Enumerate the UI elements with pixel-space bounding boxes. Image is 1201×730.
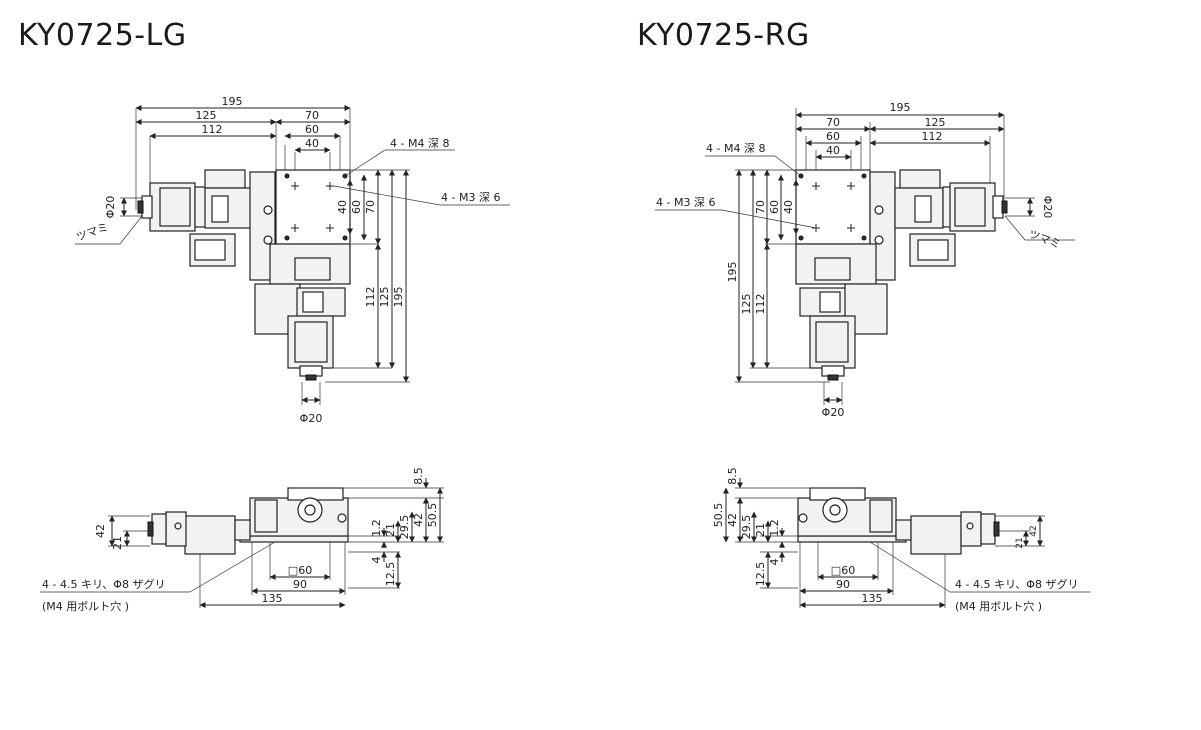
- side-dim-50-5-left: 50.5: [426, 503, 439, 528]
- knob-label-right: ツマミ: [1027, 228, 1062, 252]
- m4-holes-left: [284, 173, 348, 241]
- side-dim-50-5-right: 50.5: [712, 503, 725, 528]
- side-dim-sq60-left: □60: [288, 564, 312, 577]
- side-dim-29-5-left: 29.5: [398, 515, 411, 540]
- dim-v-112-right: 112: [754, 294, 767, 315]
- side-dim-8-5-left: 8.5: [412, 467, 425, 485]
- dim-40-top-right: 40: [826, 144, 840, 157]
- dim-v-70-right: 70: [754, 200, 767, 214]
- right-side-view: 8.5 50.5 42 29.5 21 1.2 4 12.5 42 21 □60: [712, 467, 1090, 613]
- m4-holes-right: [798, 173, 867, 241]
- dim-v-60-right: 60: [768, 200, 781, 214]
- left-top-view: 195 125 70 112 60 40: [75, 95, 510, 425]
- dim-112-top-left: 112: [202, 123, 223, 136]
- phi-bottom-right: Φ20: [822, 406, 845, 419]
- side-dim-21-right: 21: [754, 523, 767, 537]
- dim-v-125-left: 125: [378, 287, 391, 308]
- phi-knob-left: Φ20: [104, 196, 117, 219]
- side-dim-135-right: 135: [862, 592, 883, 605]
- side-dim-4-left: 4: [370, 557, 383, 564]
- side-dim-sq60-right: □60: [831, 564, 855, 577]
- side-dim-42-right-r: 42: [1029, 525, 1039, 536]
- title-left: KY0725-LG: [18, 18, 187, 53]
- dim-125-top-left: 125: [196, 109, 217, 122]
- side-dim-29-5-right: 29.5: [740, 515, 753, 540]
- side-dim-135-left: 135: [262, 592, 283, 605]
- dim-195-top-right: 195: [890, 101, 911, 114]
- note-bolt-right: (M4 用ボルト穴 ): [955, 599, 1042, 613]
- dim-v-70-left: 70: [364, 200, 377, 214]
- side-dim-12-5-left: 12.5: [384, 562, 397, 587]
- side-dim-42-right: 42: [726, 513, 739, 527]
- side-dim-4-right: 4: [768, 559, 781, 566]
- note-m4-left: 4 - M4 深 8: [390, 137, 449, 150]
- dim-60-top-right: 60: [826, 130, 840, 143]
- m3-holes-right: [812, 182, 855, 232]
- side-dim-1-2-right: 1.2: [768, 519, 781, 537]
- note-m4-right: 4 - M4 深 8: [706, 142, 765, 155]
- dim-v-40-left: 40: [336, 200, 349, 214]
- note-bolt-left: (M4 用ボルト穴 ): [42, 599, 129, 613]
- side-dim-21-left: 21: [111, 536, 124, 550]
- note-m3-right: 4 - M3 深 6: [656, 196, 715, 209]
- side-dim-90-right: 90: [836, 578, 850, 591]
- side-dim-12-5-right: 12.5: [754, 562, 767, 587]
- left-side-view: 42 21 8.5 1.2 21 29.5 42 50.5 4 12.5: [40, 467, 444, 613]
- side-dim-1-2-left: 1.2: [370, 519, 383, 537]
- side-dim-21-right-r: 21: [1015, 537, 1025, 548]
- dim-70-top-right: 70: [826, 116, 840, 129]
- phi-knob-right: Φ20: [1041, 196, 1054, 219]
- dim-60-top-left: 60: [305, 123, 319, 136]
- side-dim-8-5-right: 8.5: [726, 467, 739, 485]
- dim-v-125-right: 125: [740, 294, 753, 315]
- dim-v-195-left: 195: [392, 287, 405, 308]
- title-right: KY0725-RG: [637, 18, 810, 53]
- dim-v-112-left: 112: [364, 287, 377, 308]
- note-m3-left: 4 - M3 深 6: [441, 191, 500, 204]
- dim-125-top-right: 125: [925, 116, 946, 129]
- note-hole-left: 4 - 4.5 キリ、Φ8 ザグリ: [42, 577, 165, 591]
- phi-bottom-left: Φ20: [300, 412, 323, 425]
- dim-112-top-right: 112: [922, 130, 943, 143]
- dim-70-top-left: 70: [305, 109, 319, 122]
- dim-40-top-left: 40: [305, 137, 319, 150]
- side-dim-42-left: 42: [94, 524, 107, 538]
- dim-v-195-right: 195: [726, 262, 739, 283]
- note-hole-right: 4 - 4.5 キリ、Φ8 ザグリ: [955, 577, 1078, 591]
- m3-holes-left: [291, 182, 334, 232]
- dim-v-40-right: 40: [782, 200, 795, 214]
- dim-v-60-left: 60: [350, 200, 363, 214]
- side-dim-21-left-r: 21: [384, 523, 397, 537]
- knob-label-left: ツマミ: [75, 220, 110, 244]
- dim-195-top-left: 195: [222, 95, 243, 108]
- right-top-view: 195 70 125 60 112 40: [655, 101, 1075, 419]
- side-dim-90-left: 90: [293, 578, 307, 591]
- side-dim-42-left-r: 42: [412, 513, 425, 527]
